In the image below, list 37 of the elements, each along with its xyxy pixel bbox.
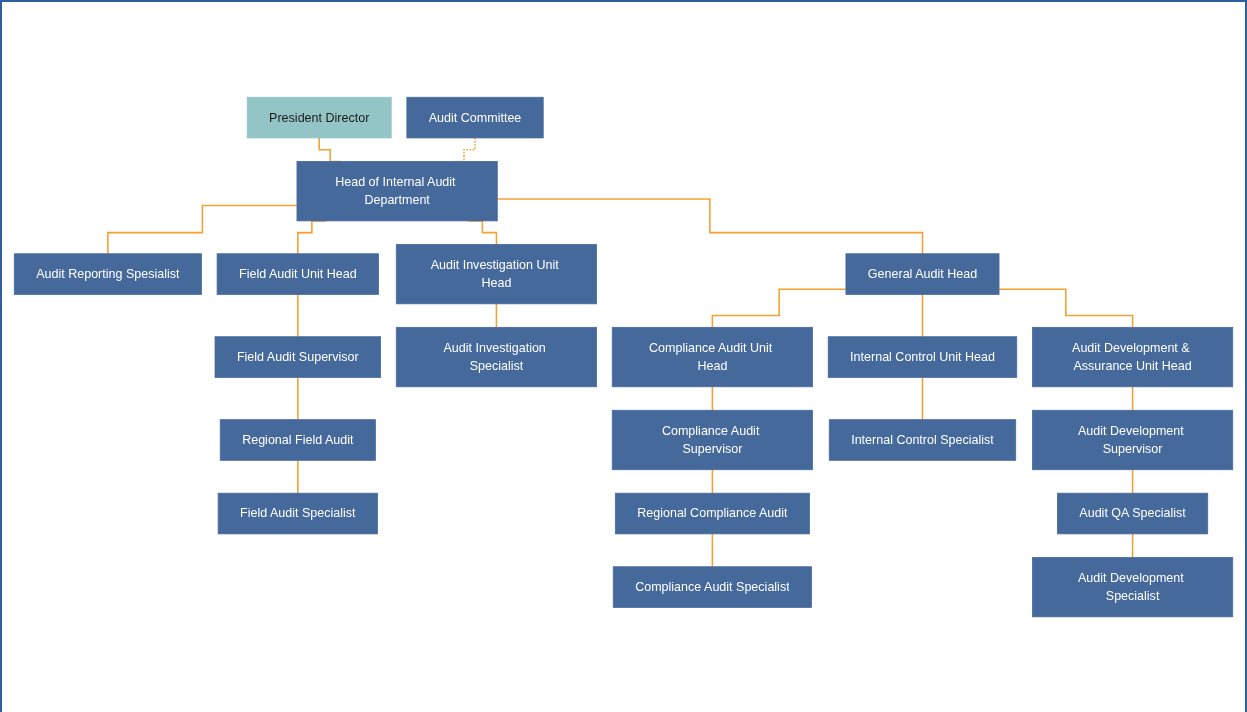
node-box: Audit Development Specialist	[1032, 556, 1234, 618]
connector	[297, 293, 299, 338]
node-box: Audit QA Specialist	[1057, 492, 1209, 535]
connector	[921, 293, 924, 338]
node-box: Audit Reporting Spesialist	[13, 253, 202, 295]
connector	[495, 303, 498, 329]
node-box: Internal Control Unit Head	[827, 336, 1018, 378]
node-box: Audit Development & Assurance Unit Head	[1032, 326, 1234, 388]
node-box: Audit Committee	[406, 96, 544, 139]
node-box: Field Audit Specialist	[217, 492, 378, 535]
node-box: Audit Development Supervisor	[1032, 409, 1234, 471]
connector	[711, 288, 847, 329]
node-box: Audit Investigation Specialist	[395, 326, 597, 388]
node-box: President Director	[246, 96, 392, 139]
connector	[107, 204, 298, 255]
connector	[1131, 533, 1134, 559]
connector	[921, 376, 924, 421]
connector	[1131, 385, 1134, 411]
connector	[1131, 468, 1134, 494]
node-box: Compliance Audit Unit Head	[611, 326, 813, 388]
connector	[297, 459, 299, 494]
node-box: General Audit Head	[845, 253, 1000, 295]
connector	[496, 198, 924, 255]
connector	[711, 468, 714, 494]
node-box: Regional Field Audit	[219, 419, 376, 461]
node-box: Audit Investigation Unit Head	[395, 243, 597, 305]
connector	[998, 288, 1134, 329]
node-box: Head of Internal Audit Department	[296, 161, 498, 222]
node-box: Regional Compliance Audit	[614, 492, 810, 535]
connector	[297, 376, 299, 421]
node-box: Field Audit Unit Head	[216, 253, 379, 295]
node-box: Field Audit Supervisor	[214, 336, 381, 378]
connector	[711, 385, 714, 411]
node-box: Compliance Audit Specialist	[612, 566, 812, 608]
node-box: Compliance Audit Supervisor	[611, 409, 813, 471]
node-box: Internal Control Specialist	[828, 419, 1017, 461]
connector	[711, 533, 714, 568]
